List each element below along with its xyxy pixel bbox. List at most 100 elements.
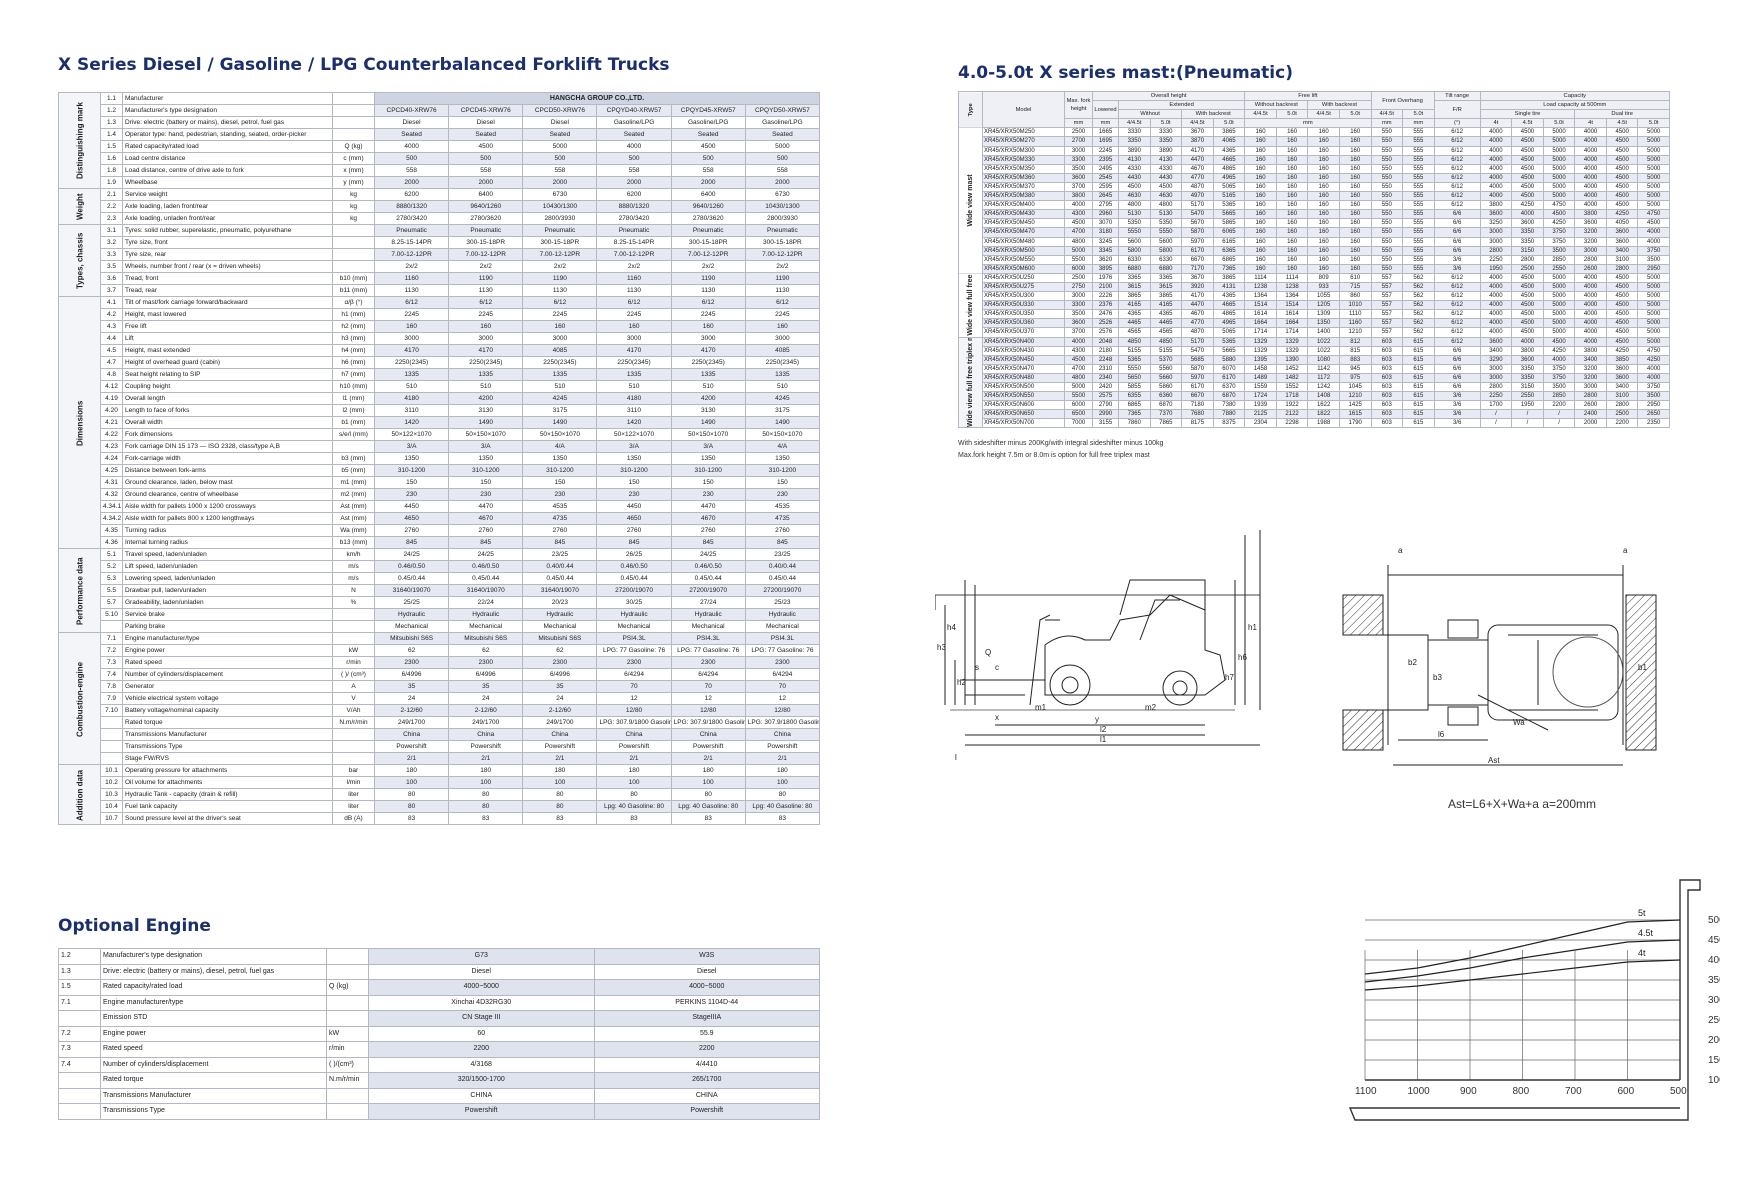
- spec-value: Pneumatic: [670, 224, 746, 237]
- spec-value: 1130: [373, 284, 450, 297]
- spec-value: 150: [522, 476, 598, 489]
- mast-value: 3/6: [1433, 400, 1481, 411]
- spec-row-unit: m/s: [332, 560, 375, 573]
- spec-row-number: 10.3: [100, 788, 123, 801]
- spec-value: China: [744, 728, 821, 741]
- spec-row-number: 1.3: [100, 116, 123, 129]
- mast-value: 1045: [1338, 381, 1372, 393]
- dim-b3-label: b3: [1433, 673, 1442, 682]
- mast-value: 3290: [1479, 354, 1513, 365]
- mast-value: 5000: [1637, 336, 1670, 347]
- mast-value: 615: [1402, 418, 1435, 429]
- spec-row-label: Coupling height: [122, 380, 333, 393]
- spec-value: Diesel: [373, 116, 450, 129]
- spec-value: 1335: [670, 368, 746, 381]
- mast-value: 3400: [1574, 354, 1607, 365]
- mast-value: 160: [1338, 209, 1372, 220]
- spec-value: 2x/2: [596, 260, 672, 273]
- mast-model: XR45/XRX50N650: [982, 409, 1065, 420]
- chart-y-tick-label: 3000: [1708, 995, 1720, 1006]
- mast-value: 1172: [1307, 372, 1340, 384]
- optional-title: Optional Engine: [58, 916, 211, 936]
- mast-value: 4000: [1479, 172, 1513, 183]
- dim-l6-label: l6: [1438, 730, 1445, 739]
- chart-y-tick-label: 4500: [1708, 935, 1720, 946]
- mast-value: 6/12: [1433, 127, 1481, 138]
- mast-value: 2400: [1574, 409, 1607, 420]
- mast-value: 6/6: [1433, 245, 1481, 256]
- mast-value: 1364: [1275, 291, 1309, 302]
- mast-value: 1695: [1092, 136, 1119, 147]
- mast-lowered-header: Lowered: [1092, 100, 1119, 120]
- spec-row-label: Oil volume for attachments: [122, 776, 333, 789]
- spec-row-number: 3.5: [100, 260, 123, 273]
- spec-value: Gasoline/LPG: [670, 116, 746, 129]
- mast-value: 555: [1402, 154, 1435, 165]
- mast-value: 4000: [1637, 227, 1670, 238]
- mast-value: 603: [1370, 363, 1404, 374]
- spec-value: 12/80: [744, 704, 821, 717]
- optional-row-number: [58, 1103, 101, 1120]
- dim-h4-label: h4: [947, 623, 956, 632]
- mast-value: 1950: [1479, 263, 1513, 274]
- mast-value: 5000: [1637, 291, 1670, 302]
- spec-value: 0.45/0.44: [670, 572, 746, 585]
- mast-value: 2000: [1574, 418, 1607, 429]
- spec-value: 80: [522, 800, 598, 813]
- mast-value: 5650: [1118, 372, 1151, 384]
- mast-value: 5000: [1637, 191, 1670, 202]
- mast-value: 5000: [1637, 127, 1670, 138]
- mast-value: 1022: [1307, 345, 1340, 356]
- mast-without-header: Without: [1117, 109, 1183, 120]
- spec-value: 4170: [373, 344, 450, 357]
- mast-value: 4000: [1637, 236, 1670, 247]
- mast-value: 2100: [1092, 281, 1119, 293]
- mast-value: 5000: [1637, 181, 1670, 193]
- spec-value: China: [522, 728, 598, 741]
- mast-value: 3620: [1092, 254, 1119, 265]
- mast-dual-header: Dual tire: [1574, 109, 1670, 120]
- spec-value: 4/A: [744, 440, 821, 453]
- mast-value: 1329: [1275, 336, 1309, 347]
- spec-row-number: [100, 752, 123, 765]
- mast-value: 1350: [1307, 318, 1340, 329]
- spec-row-unit: dB (A): [332, 812, 375, 825]
- spec-value: 845: [522, 536, 598, 549]
- mast-value: 5365: [1212, 336, 1246, 347]
- mast-value: 160: [1338, 254, 1372, 265]
- mast-value: 160: [1244, 191, 1277, 202]
- spec-row-label: Fork-carriage width: [122, 452, 333, 465]
- mast-value: 4000: [1479, 145, 1513, 156]
- spec-value: 2300: [670, 656, 746, 669]
- mast-with-backrest2-header: With backrest: [1307, 100, 1372, 111]
- mast-value: 3750: [1542, 236, 1576, 247]
- spec-value: Seated: [670, 128, 746, 141]
- mast-value: 4865: [1212, 309, 1246, 320]
- spec-value: 3000: [670, 332, 746, 345]
- spec-row-label: Tread, front: [122, 272, 333, 285]
- mast-value: 550: [1370, 245, 1404, 256]
- spec-row-number: 4.34.1: [100, 500, 123, 513]
- mast-value: 3100: [1605, 254, 1639, 265]
- optional-value: 320/1500-1700: [368, 1072, 595, 1089]
- mast-value: 5065: [1212, 327, 1246, 338]
- spec-row-label: Fuel tank capacity: [122, 800, 333, 813]
- spec-row-unit: h1 (mm): [332, 308, 375, 321]
- spec-row-unit: l2 (mm): [332, 404, 375, 417]
- mast-value: 557: [1370, 291, 1404, 302]
- spec-value: CPQYD45-XRW57: [670, 104, 746, 117]
